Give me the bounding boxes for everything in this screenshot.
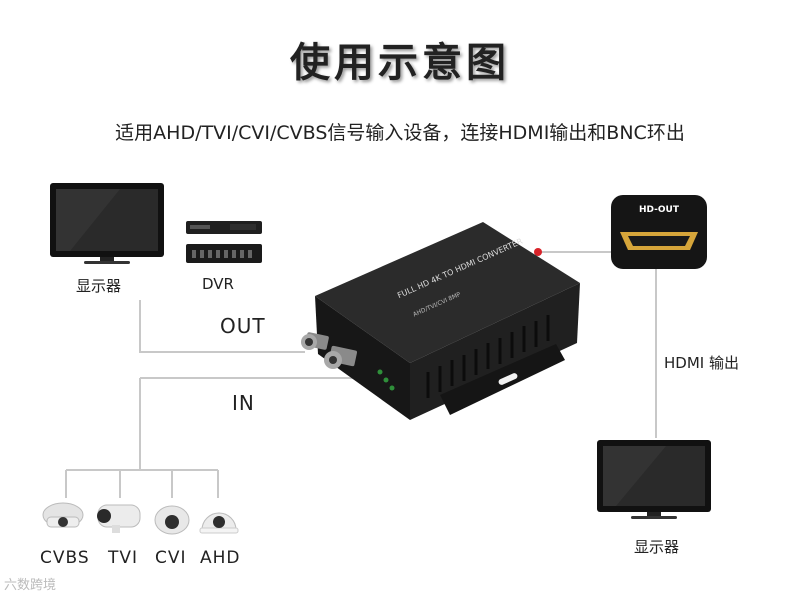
monitor-left-label: 显示器	[76, 277, 122, 295]
monitor-right-icon	[597, 440, 711, 519]
camera-cvbs-label: CVBS	[40, 548, 90, 568]
converter-device	[301, 222, 580, 420]
bnc-in-connector	[324, 345, 358, 369]
in-label: IN	[232, 391, 255, 415]
hdmi-port-badge	[611, 195, 707, 269]
page-subtitle: 适用AHD/TVI/CVI/CVBS信号输入设备，连接HDMI输出和BNC环出	[115, 122, 685, 144]
hd-out-badge-label: HD-OUT	[638, 205, 679, 215]
dvr-icon	[186, 221, 262, 263]
out-line	[139, 300, 305, 353]
monitor-right-label: 显示器	[634, 538, 680, 556]
out-label: OUT	[220, 314, 266, 338]
camera-cvbs-icon	[42, 502, 84, 528]
camera-cvi-label: CVI	[155, 548, 187, 568]
camera-cvi-icon	[154, 505, 190, 535]
dvr-label: DVR	[202, 275, 234, 293]
camera-tvi-icon	[97, 504, 141, 533]
page-title: 使用示意图	[290, 40, 510, 86]
watermark: 六数跨境	[4, 578, 57, 593]
camera-tvi-label: TVI	[108, 548, 139, 568]
monitor-left-icon	[50, 183, 164, 264]
camera-ahd-label: AHD	[200, 548, 241, 568]
hdmi-port-marker	[534, 248, 542, 256]
hdmi-out-label: HDMI 输出	[664, 354, 739, 372]
camera-ahd-icon	[199, 512, 239, 534]
bnc-out-connector	[301, 332, 329, 350]
